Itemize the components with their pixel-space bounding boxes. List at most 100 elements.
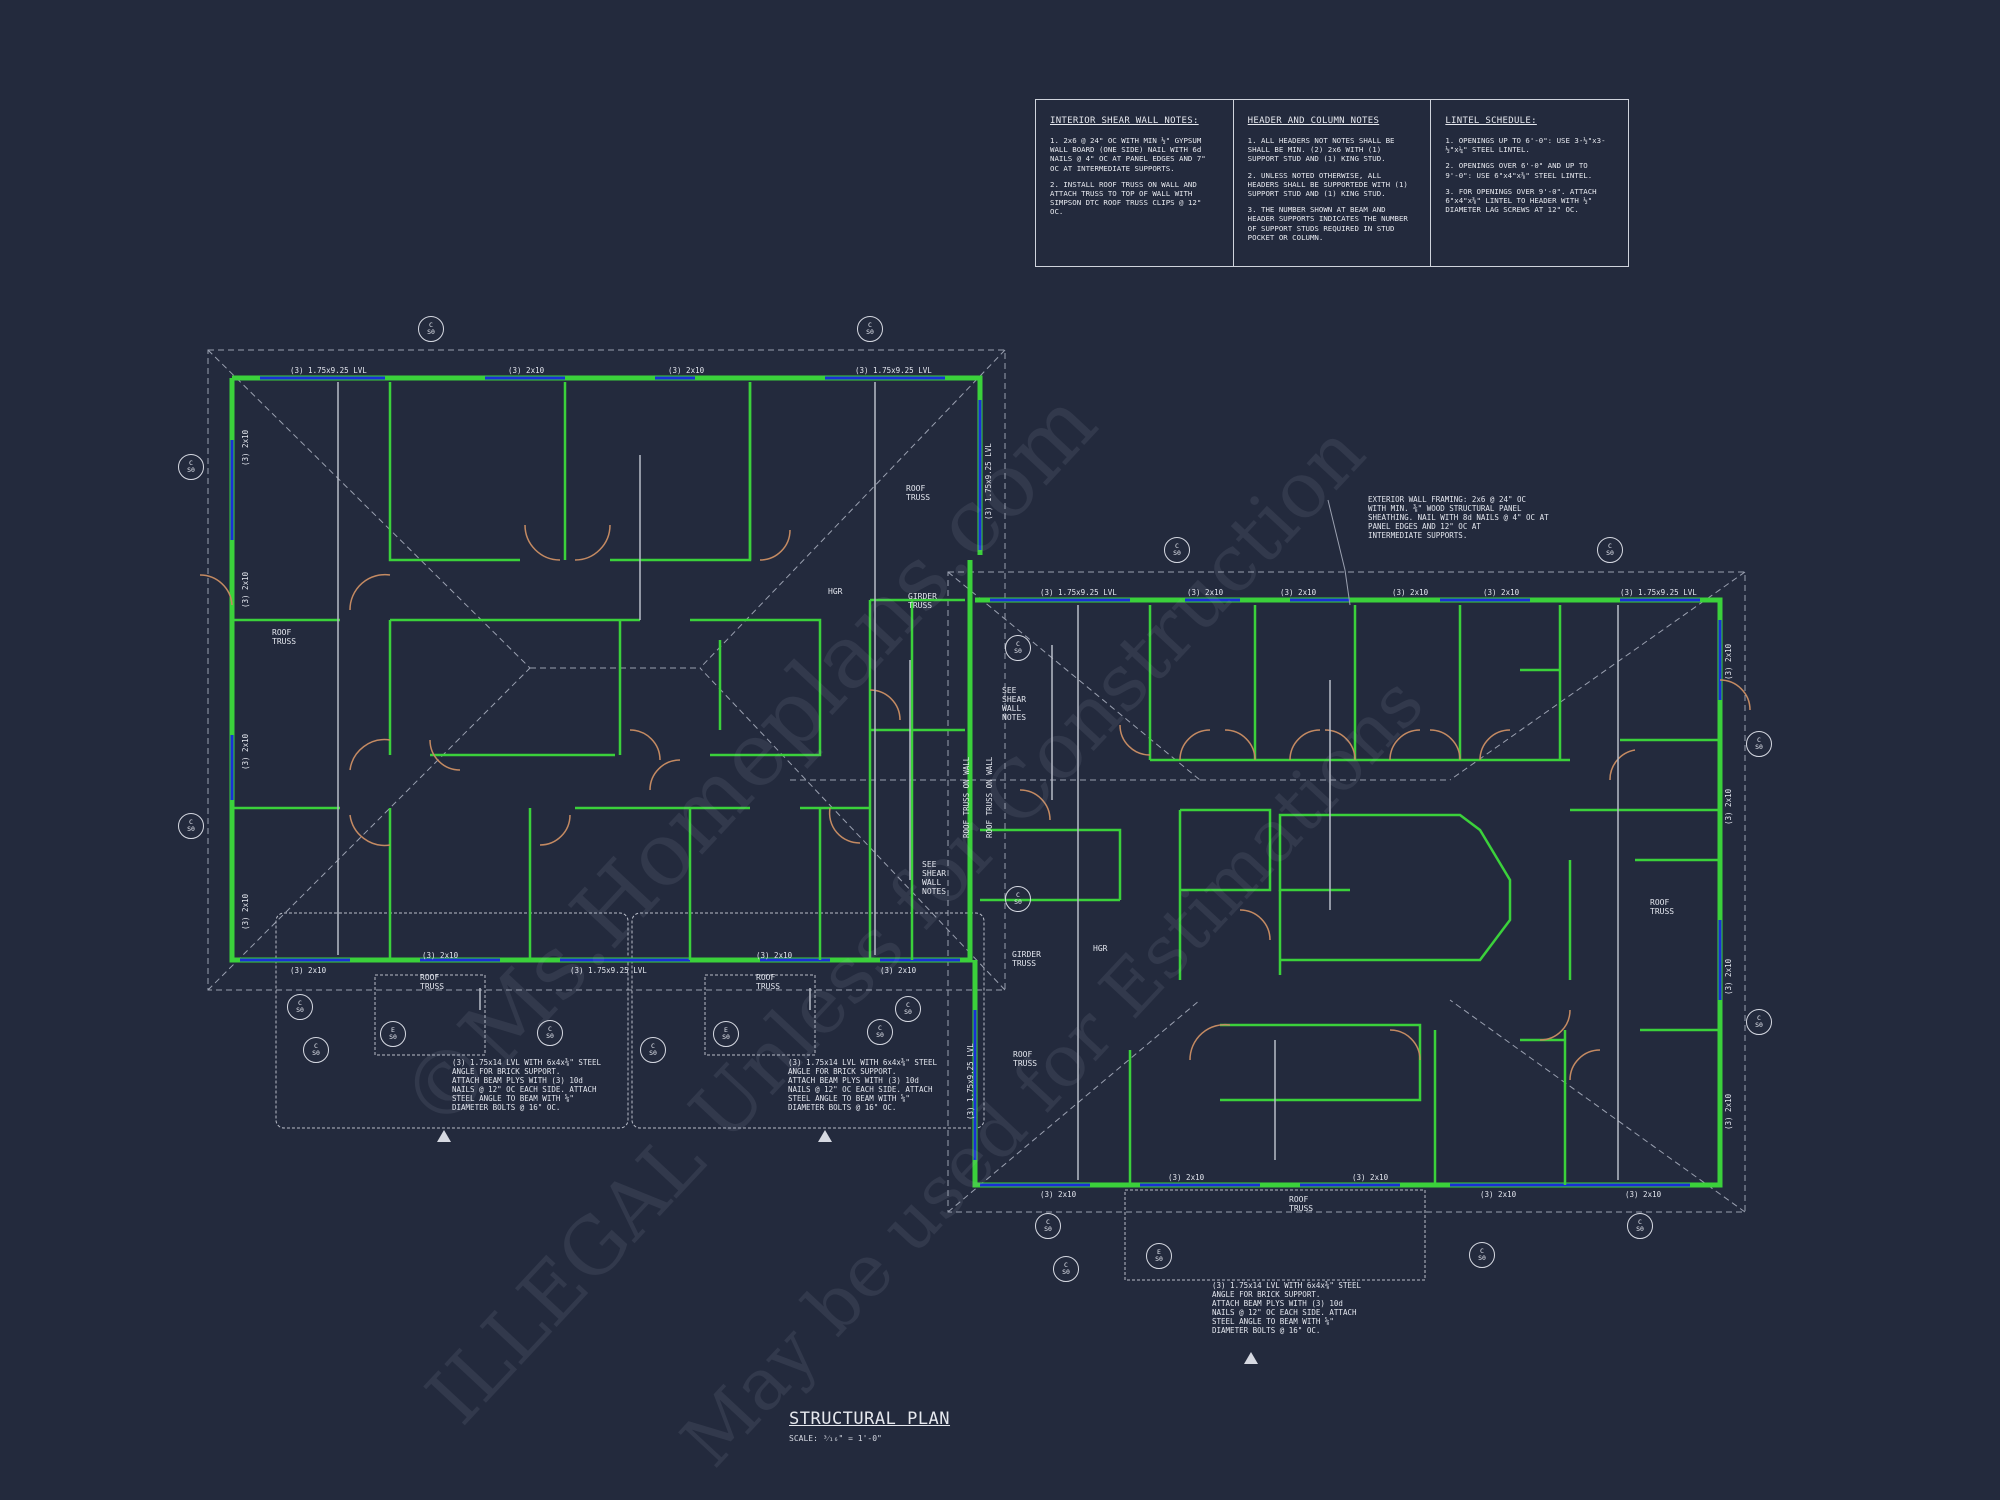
roof-truss-label: ROOF TRUSS xyxy=(1289,1195,1314,1213)
note-item: 2. OPENINGS OVER 6'-0" AND UP TO 9'-0": … xyxy=(1445,161,1593,180)
beam-label: (3) 2x10 xyxy=(1352,1173,1389,1182)
beam-label: (3) 2x10 xyxy=(880,966,917,975)
exterior-walls-left xyxy=(229,375,983,963)
beam-label: (3) 1.75x9.25 LVL xyxy=(290,366,367,375)
exterior-wall-framing-note: EXTERIOR WALL FRAMING: 2x6 @ 24" OC WITH… xyxy=(1368,495,1549,540)
beam-label: (3) 2x10 xyxy=(1392,588,1429,597)
beam-label: (3) 1.75x9.25 LVL xyxy=(984,443,993,520)
beams xyxy=(230,376,1722,1187)
beam-label: (3) 1.75x9.25 LVL xyxy=(855,366,932,375)
beam-label: (3) 1.75x9.25 LVL xyxy=(570,966,647,975)
beam-label: (3) 2x10 xyxy=(1724,1093,1733,1130)
beam-label: (3) 2x10 xyxy=(241,571,250,608)
roof-truss-label: ROOF TRUSS xyxy=(1650,898,1675,916)
see-shear-wall-notes: SEE SHEAR WALL NOTES xyxy=(922,860,947,896)
beam-label: (3) 1.75x9.25 LVL xyxy=(966,1043,975,1120)
hanger-label: HGR xyxy=(1093,944,1108,953)
beam-label: (3) 2x10 xyxy=(1280,588,1317,597)
truss-lines xyxy=(337,382,1619,1180)
interior-shear-wall-notes: INTERIOR SHEAR WALL NOTES: 1. 2x6 @ 24" … xyxy=(1036,100,1234,266)
interior-walls-right xyxy=(980,605,1720,1185)
note-item: 2. UNLESS NOTED OTHERWISE, ALL HEADERS S… xyxy=(1247,170,1408,199)
beam-label: (3) 1.75x9.25 LVL xyxy=(1620,588,1697,597)
beam-label: (3) 2x10 xyxy=(668,366,705,375)
note-item: 1. OPENINGS UP TO 6'-0": USE 3-½"x3-½"x¼… xyxy=(1445,136,1606,155)
beam-note: (3) 1.75x14 LVL WITH 6x4x⅜" STEEL ANGLE … xyxy=(1212,1281,1362,1335)
notes-heading: HEADER AND COLUMN NOTES xyxy=(1247,116,1380,126)
beam-label: (3) 2x10 xyxy=(1724,958,1733,995)
beam-label: (3) 2x10 xyxy=(1040,1190,1077,1199)
see-shear-wall-notes: SEE SHEAR WALL NOTES xyxy=(1002,686,1027,722)
doors xyxy=(199,524,1751,1081)
beam-label: (3) 2x10 xyxy=(1168,1173,1205,1182)
beam-note: (3) 1.75x14 LVL WITH 6x4x⅜" STEEL ANGLE … xyxy=(452,1058,602,1112)
revision-triangle xyxy=(437,1130,451,1142)
roof-truss-label: ROOF TRUSS xyxy=(906,484,931,502)
leader-lines xyxy=(1327,499,1351,606)
note-item: 1. 2x6 @ 24" OC WITH MIN ½" GYPSUM WALL … xyxy=(1050,136,1206,173)
hanger-label: HGR xyxy=(828,587,843,596)
revision-triangle xyxy=(818,1130,832,1142)
lintel-schedule: LINTEL SCHEDULE: 1. OPENINGS UP TO 6'-0"… xyxy=(1431,100,1628,266)
beam-label: (3) 2x10 xyxy=(241,733,250,770)
beam-label: (3) 2x10 xyxy=(241,429,250,466)
note-item: 3. FOR OPENINGS OVER 9'-0". ATTACH 6"x4"… xyxy=(1445,186,1597,215)
roof-truss-label: ROOF TRUSS xyxy=(1013,1050,1038,1068)
roof-truss-label: ROOF TRUSS xyxy=(756,973,781,991)
notes-heading: INTERIOR SHEAR WALL NOTES: xyxy=(1050,116,1199,126)
beam-label: (3) 2x10 xyxy=(508,366,545,375)
revision-triangle xyxy=(1244,1352,1258,1364)
notes-heading: LINTEL SCHEDULE: xyxy=(1445,116,1537,126)
interior-walls-left xyxy=(232,382,965,960)
beam-label: (3) 2x10 xyxy=(241,893,250,930)
beam-label: (3) 2x10 xyxy=(422,951,459,960)
exterior-walls-right xyxy=(972,597,1723,1188)
beam-label: (3) 2x10 xyxy=(1480,1190,1517,1199)
beam-label: (3) 2x10 xyxy=(1724,788,1733,825)
beam-label: (3) 2x10 xyxy=(1724,643,1733,680)
beam-label: (3) 2x10 xyxy=(290,966,327,975)
roof-truss-on-wall-label: ROOF TRUSS ON WALL xyxy=(985,756,994,838)
beam-note: (3) 1.75x14 LVL WITH 6x4x⅜" STEEL ANGLE … xyxy=(788,1058,938,1112)
note-item: 2. INSTALL ROOF TRUSS ON WALL AND ATTACH… xyxy=(1050,179,1202,217)
beam-label: (3) 2x10 xyxy=(1483,588,1520,597)
roof-outline xyxy=(207,349,1746,1213)
porch-outline xyxy=(275,912,1426,1281)
notes-table: INTERIOR SHEAR WALL NOTES: 1. 2x6 @ 24" … xyxy=(1035,99,1629,267)
beam-label: (3) 2x10 xyxy=(1187,588,1224,597)
roof-truss-label: ROOF TRUSS xyxy=(272,628,297,646)
roof-truss-on-wall-label: ROOF TRUSS ON WALL xyxy=(962,756,971,838)
beam-label: (3) 2x10 xyxy=(756,951,793,960)
roof-truss-label: ROOF TRUSS xyxy=(420,973,445,991)
drawing-title: STRUCTURAL PLAN xyxy=(789,1409,951,1429)
girder-truss-label: GIRDER TRUSS xyxy=(908,592,937,610)
header-column-notes: HEADER AND COLUMN NOTES 1. ALL HEADERS N… xyxy=(1234,100,1432,266)
note-item: 1. ALL HEADERS NOT NOTES SHALL BE SHALL … xyxy=(1247,136,1395,164)
beam-label: (3) 2x10 xyxy=(1625,1190,1662,1199)
girder-truss-label: GIRDER TRUSS xyxy=(1012,950,1041,968)
beam-label: (3) 1.75x9.25 LVL xyxy=(1040,588,1117,597)
note-item: 3. THE NUMBER SHOWN AT BEAM AND HEADER S… xyxy=(1247,205,1408,242)
